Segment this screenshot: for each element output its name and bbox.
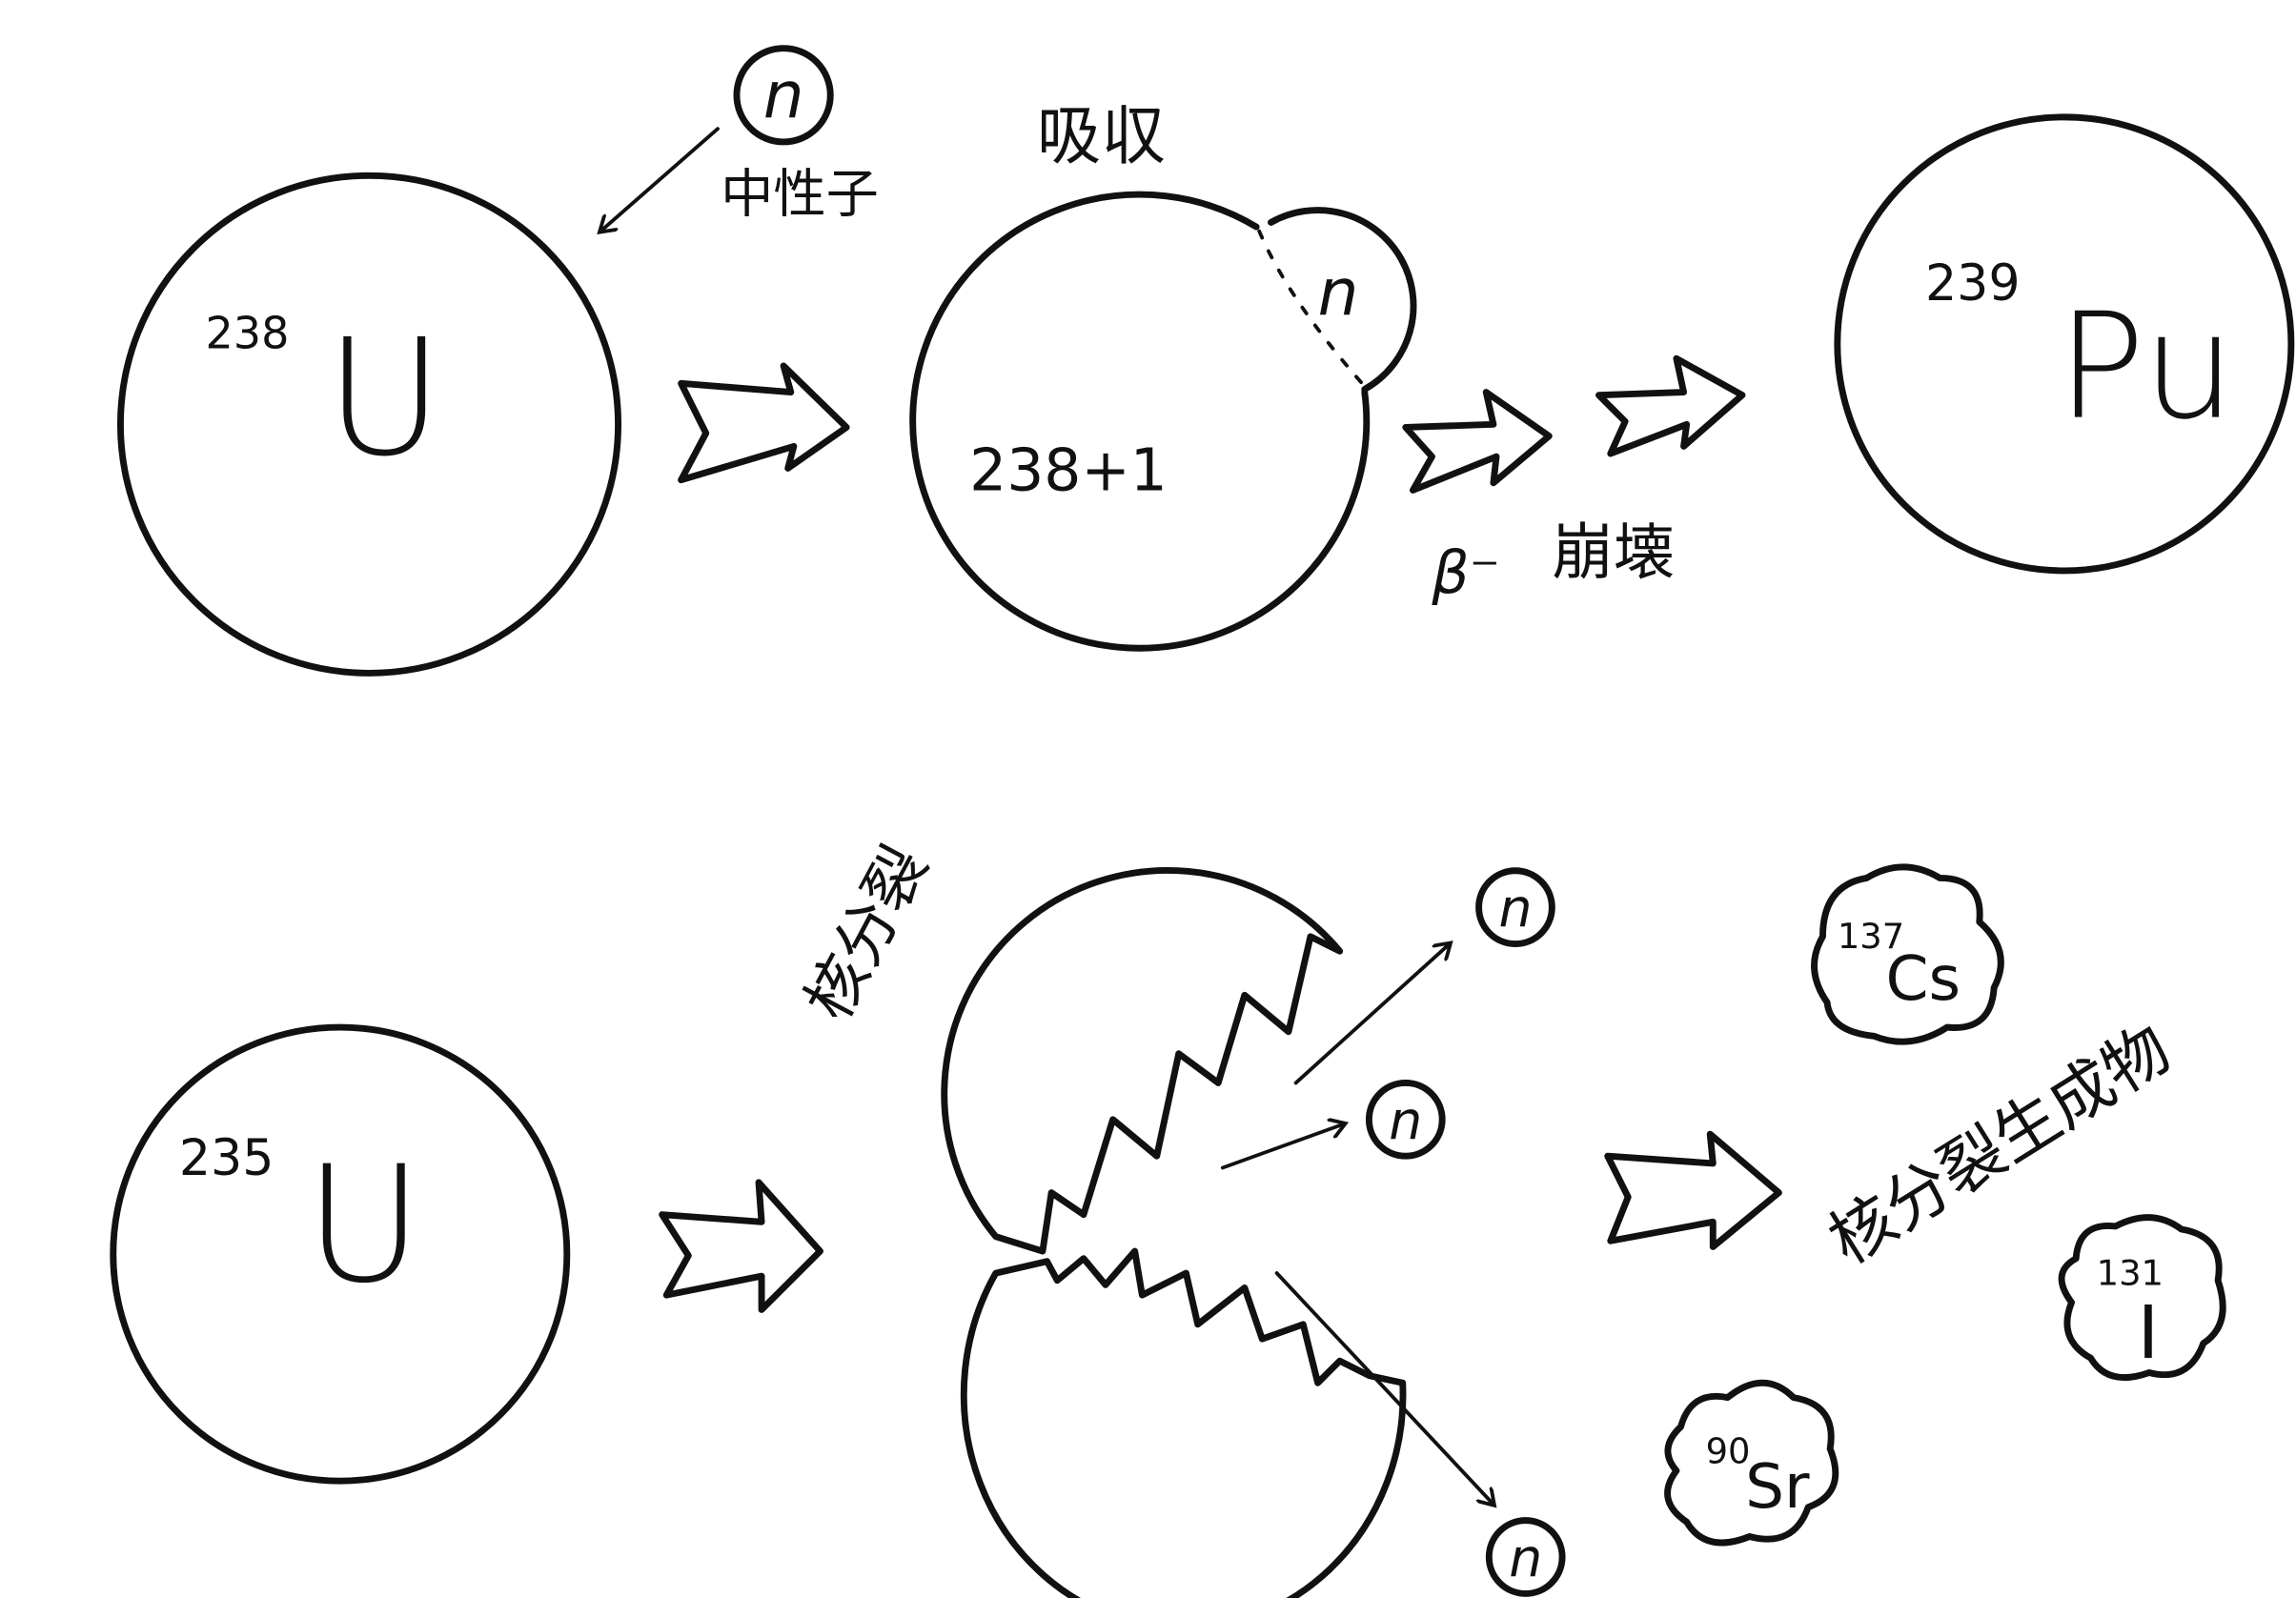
block-arrow-2 <box>1402 389 1553 494</box>
beta-decay-label: 崩壊 <box>1552 517 1675 589</box>
emitted-neutron-2: n <box>1389 1091 1422 1152</box>
u238-nucleus: 238 U <box>116 172 622 677</box>
product-cs137: 137 Cs <box>1811 863 2004 1045</box>
u238-mass: 238 <box>206 308 290 359</box>
pu239-nucleus: 239 Pu <box>1834 113 2295 575</box>
u235-mass: 235 <box>179 1130 274 1187</box>
u235-nucleus: 235 U <box>110 1023 571 1485</box>
pu239-symbol: Pu <box>2057 282 2235 453</box>
product-i131: 131 I <box>2058 1214 2226 1382</box>
block-arrow-1 <box>678 362 850 484</box>
emitted-neutron-3: n <box>1509 1528 1542 1589</box>
absorbed-neutron: n <box>1318 254 1359 330</box>
block-arrow-5 <box>1604 1130 1782 1250</box>
neutron-label: n <box>763 57 804 132</box>
beta-symbol: β⁻ <box>1431 539 1500 607</box>
u238-symbol: U <box>325 304 443 492</box>
block-arrow-4 <box>659 1179 823 1313</box>
neutron-arrow <box>600 127 720 232</box>
u235-symbol: U <box>305 1131 423 1319</box>
emitted-neutrons: n n n <box>1220 867 1566 1597</box>
compound-nucleus: 吸収 n 238+1 <box>909 98 1417 652</box>
fission-label: 核分裂 <box>792 835 942 1031</box>
i131-symbol: I <box>2138 1291 2160 1376</box>
sr90-symbol: Sr <box>1745 1451 1810 1523</box>
cs137-mass: 137 <box>1838 916 1904 957</box>
absorbed-mass: 238+1 <box>969 436 1168 504</box>
emitted-neutron-1: n <box>1498 879 1532 940</box>
pu239-mass: 239 <box>1925 255 2021 313</box>
fission-fragments <box>941 867 1407 1598</box>
block-arrow-3 <box>1595 354 1746 457</box>
absorption-label: 吸収 <box>1037 98 1166 173</box>
neutron-caption: 中性子 <box>721 165 879 226</box>
i131-mass: 131 <box>2097 1252 2164 1293</box>
cs137-symbol: Cs <box>1886 943 1961 1015</box>
incoming-neutron: n 中性子 <box>600 45 879 232</box>
product-sr90: 90 Sr <box>1664 1379 1839 1547</box>
sr90-mass: 90 <box>1706 1431 1751 1472</box>
fission-products-label: 核分裂生成物 <box>1816 1010 2184 1279</box>
